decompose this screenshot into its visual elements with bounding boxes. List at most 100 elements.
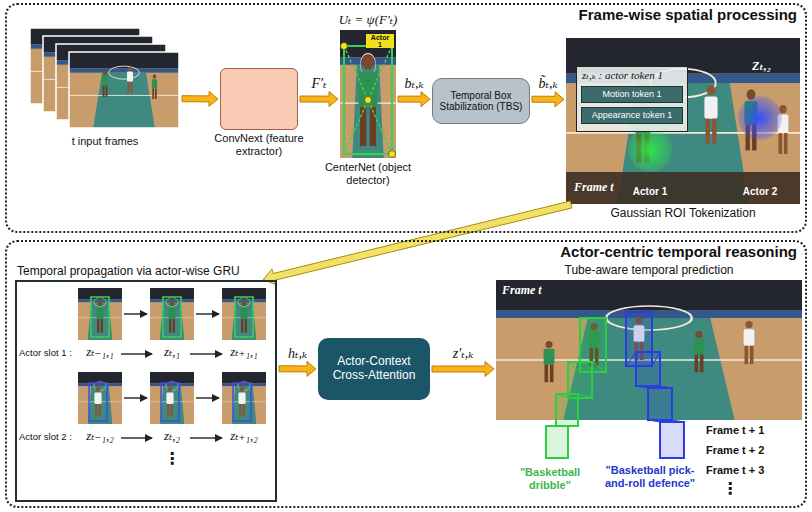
block-arrow — [263, 201, 572, 285]
frame-stack-illustration-part — [102, 71, 108, 97]
caption-holder: Actor-centric temporal reasoning — [560, 243, 797, 260]
block-arrow — [398, 92, 430, 107]
edge-label: bₜ,ₖ — [404, 76, 423, 92]
detector-illustration-part — [365, 97, 372, 104]
block-arrow — [300, 92, 338, 107]
annotation-label: ⋮ — [722, 480, 738, 498]
sequence-arrows-part — [190, 353, 222, 354]
gru-thumbnails-part — [78, 372, 122, 424]
action-tube — [626, 312, 684, 458]
annotation-label: zₜ₋₁,₁ — [86, 345, 113, 360]
node-text: Motion token 1 — [602, 89, 661, 99]
gru-thumbnails-part — [94, 387, 101, 417]
node-text: Actor 1 — [370, 34, 390, 48]
gru-thumbnails-part — [163, 297, 181, 337]
roi-illustration-part — [738, 96, 782, 140]
annotation-label: Actor 1 — [633, 186, 667, 198]
frame-stack-illustration-part — [69, 52, 179, 128]
gru-box: Temporal propagation via actor-wise GRU — [15, 280, 277, 502]
edge-label: z′ₜ,ₖ — [453, 346, 474, 362]
feature-extractor-box: ConvNext (feature extractor) — [220, 68, 298, 130]
node-text: Tube-aware temporal prediction — [565, 264, 734, 278]
node-text: Temporal Box Stabilization (TBS) — [437, 90, 525, 113]
roi-illustration-part — [628, 128, 672, 172]
frame-stack-illustration-part — [152, 75, 157, 99]
node-text: Temporal propagation via actor-wise GRU — [17, 265, 240, 279]
annotation-label: Actor slot 1 : — [19, 348, 72, 359]
annotation-label: zₜ₊₁,₂ — [230, 429, 257, 444]
text-holder: Motion token 1 — [582, 87, 682, 102]
gru-thumbnails-part — [240, 301, 247, 333]
annotation-label: Frame t + 2 — [706, 444, 764, 457]
annotation-label: "Basketball dribble" — [510, 466, 590, 491]
node-text: Actor-centric temporal reasoning — [560, 243, 797, 260]
detector-illustration-part — [389, 151, 396, 158]
edge-label: F′ₜ — [311, 76, 326, 92]
process-box: Temporal Box Stabilization (TBS) — [432, 78, 530, 124]
attention-box: Actor-Context Cross-Attention — [318, 338, 430, 400]
caption-holder: Temporal propagation via actor-wise GRU — [17, 265, 240, 279]
node-text: Appearance token 1 — [592, 110, 673, 120]
gru-thumbnails-part — [233, 383, 251, 421]
gru-thumbnails-part — [161, 383, 179, 421]
action-tube-part — [660, 422, 684, 458]
node-text: Gaussian ROI Tokenization — [610, 207, 755, 221]
block-arrow — [182, 91, 218, 106]
node-text: t input frames — [72, 135, 139, 148]
detector-illustration-part — [341, 43, 348, 50]
annotation-label: zₜ₊₁,₁ — [230, 345, 257, 360]
node-text: Frame-wise spatial processing — [579, 6, 797, 23]
actor-tag: Actor 1 — [366, 34, 394, 48]
node-text: Actor-Context Cross-Attention — [322, 355, 426, 383]
edge-label: b̃ₜ,ₖ — [538, 76, 557, 92]
sequence-arrows-part — [190, 437, 222, 438]
action-tube-part — [648, 388, 672, 420]
caption-holder: zₜ,ₖ : actor token 1 — [582, 69, 663, 82]
gru-thumbnails-part — [91, 297, 109, 337]
sequence-arrows — [121, 314, 222, 438]
block-arrow — [279, 361, 316, 376]
annotation-label: Actor slot 2 : — [19, 432, 72, 443]
detector-illustration-part — [340, 30, 396, 158]
edge-label: hₜ,ₖ — [288, 346, 307, 362]
prediction-illustration-part — [544, 341, 555, 382]
action-tube-part — [626, 352, 684, 422]
gru-thumbnails-part — [78, 288, 122, 340]
sequence-arrows-part — [121, 353, 152, 354]
detector-illustration-part — [358, 54, 377, 146]
roi-illustration — [566, 38, 800, 204]
gru-thumbnails-part — [89, 383, 107, 421]
annotation-label: zₜ₋₁,₂ — [86, 429, 113, 444]
action-tube-part — [636, 352, 660, 386]
gru-thumbnails-part — [238, 387, 245, 417]
node-text: Uₜ = ψ(F′ₜ) — [339, 13, 398, 28]
detector-illustration-part — [344, 46, 392, 154]
gru-thumbnails-part — [150, 372, 194, 424]
action-tube-part — [556, 394, 578, 426]
prediction-illustration-part — [496, 280, 802, 420]
gru-thumbnails-part — [166, 387, 173, 417]
gru-thumbnails — [78, 288, 266, 424]
gru-thumbnails-part — [222, 288, 266, 340]
caption-holder: Frame-wise spatial processing — [579, 6, 797, 23]
action-tube-part — [546, 362, 606, 426]
text-holder: Actor-Context Cross-Attention — [318, 338, 430, 400]
gru-thumbnails-part — [96, 301, 103, 333]
node-text: ConvNext (feature extractor) — [203, 132, 315, 157]
annotation-label: Frame t — [574, 181, 614, 195]
annotation-label: zₜ,₂ — [164, 429, 180, 444]
gru-thumbnails-part — [235, 297, 253, 337]
annotation-label: Frame t + 1 — [706, 424, 764, 437]
roi-illustration-part — [704, 85, 717, 143]
annotation-label: Frame t + 3 — [706, 464, 764, 477]
detector-image: Uₜ = ψ(F′ₜ)CenterNet (object detector)Ac… — [340, 30, 396, 158]
text-holder: Actor 1 — [366, 34, 394, 48]
token-box: Motion token 1 — [581, 86, 683, 103]
frame-stack-illustration — [30, 28, 179, 128]
caption-holder: Uₜ = ψ(F′ₜ) — [339, 13, 398, 28]
annotation-label: Zₜ,₂ — [752, 60, 771, 74]
sequence-arrows-part — [196, 397, 219, 398]
prediction-illustration-part — [694, 331, 705, 372]
block-arrow — [432, 362, 494, 377]
